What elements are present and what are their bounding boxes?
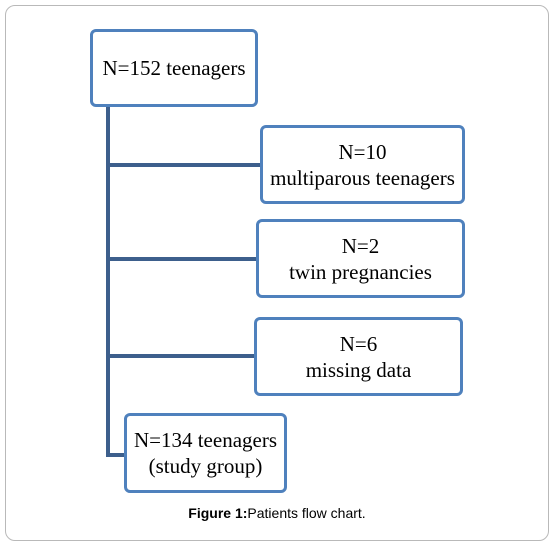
figure-caption: Figure 1:Patients flow chart. [0,504,554,522]
total-teenagers-box: N=152 teenagers [90,29,258,107]
multiparous-exclusion-box: N=10 multiparous teenagers [260,125,465,204]
figure-caption-text: Patients flow chart. [247,505,366,521]
figure-caption-label: Figure 1: [188,505,248,521]
total-teenagers-text: N=152 teenagers [102,56,246,80]
missing-data-label: missing data [305,357,412,382]
twin-pregnancies-count: N=2 [341,233,380,258]
missing-data-exclusion-box: N=6 missing data [254,317,463,396]
twin-pregnancies-exclusion-box: N=2 twin pregnancies [256,219,465,298]
study-group-label: (study group) [148,454,263,478]
multiparous-label: multiparous teenagers [270,165,455,190]
multiparous-count: N=10 [338,139,387,164]
twin-pregnancies-label: twin pregnancies [289,259,432,284]
study-group-count: N=134 teenagers [133,428,278,452]
study-group-box: N=134 teenagers (study group) [124,413,287,493]
missing-data-count: N=6 [339,331,378,356]
